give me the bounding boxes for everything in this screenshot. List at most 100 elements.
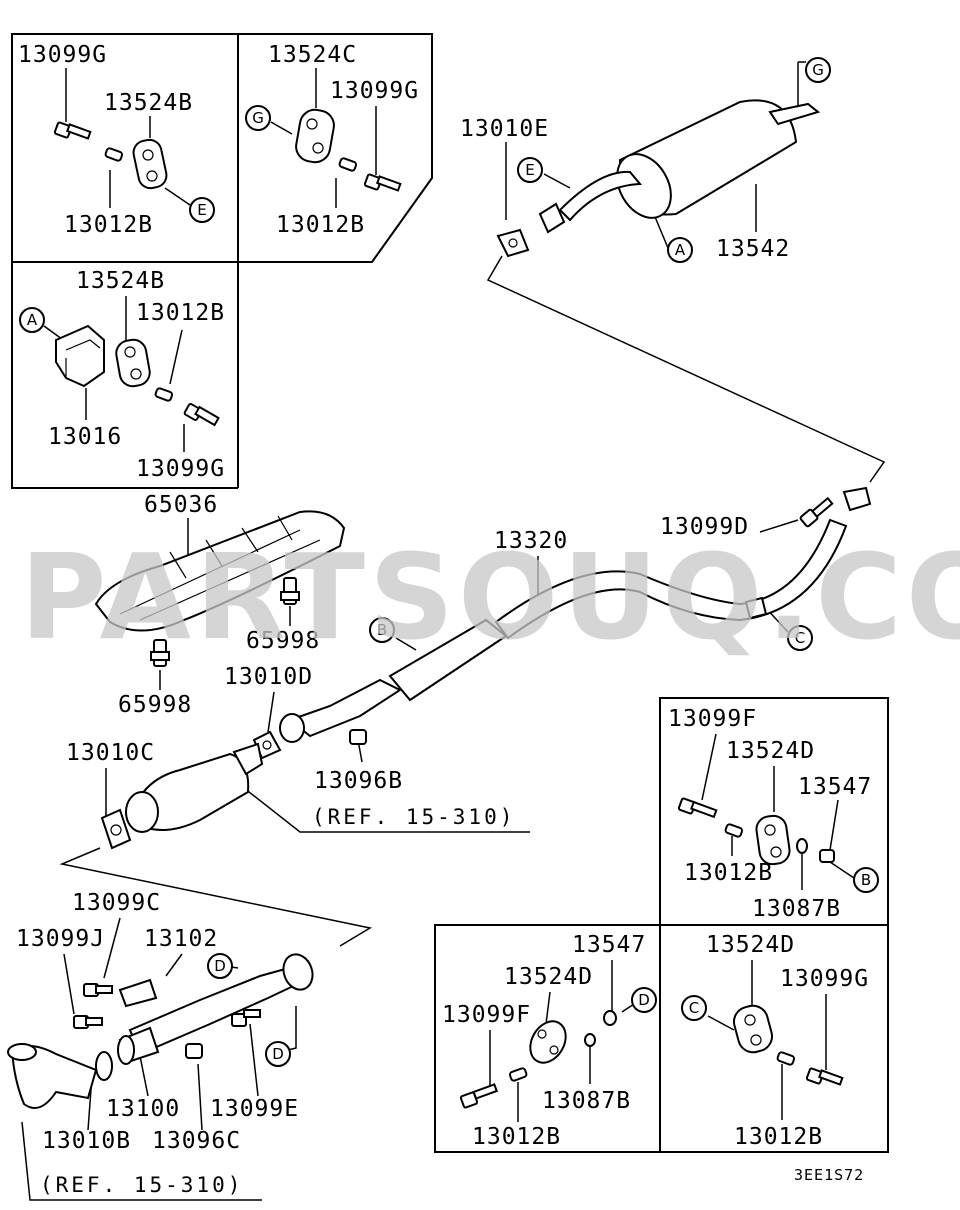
- part-label: 13524B: [104, 90, 193, 116]
- part-label: 13100: [106, 1096, 180, 1122]
- center-pipe-icon: [279, 486, 872, 743]
- bolt-icon: [805, 1067, 844, 1086]
- part-label: 13012B: [136, 300, 225, 326]
- inset-top-middle: 13524C 13099G 13012B G: [245, 42, 419, 238]
- nut-icon: [185, 1043, 203, 1059]
- washer-icon: [584, 1033, 596, 1047]
- rubber-hanger-icon: [115, 338, 151, 388]
- part-label: 65998: [246, 628, 320, 654]
- bolt-icon: [73, 1015, 103, 1029]
- nut-icon: [819, 849, 835, 863]
- rubber-hanger-icon: [132, 138, 168, 190]
- callout-b: [369, 617, 395, 643]
- part-label: 13547: [572, 932, 646, 958]
- callout-a: [19, 307, 45, 333]
- inset-frames: [11, 33, 889, 1153]
- part-label: 13099G: [136, 456, 225, 482]
- front-pipe-icon: [7, 953, 314, 1109]
- part-label: 13096C: [152, 1128, 241, 1154]
- heat-protector-icon: [94, 510, 346, 632]
- callout-label: D: [214, 957, 226, 975]
- callout-label: A: [27, 311, 38, 329]
- inset-top-frame: [11, 33, 433, 263]
- part-label: 13099F: [668, 706, 757, 732]
- bolt-icon: [799, 496, 834, 528]
- part-label: 13524D: [504, 964, 593, 990]
- callout-label: G: [812, 61, 824, 79]
- reference-label: (REF. 15-310): [312, 805, 515, 829]
- part-label: 13099G: [780, 966, 869, 992]
- callout-g: [245, 105, 271, 131]
- part-label: 13010D: [224, 664, 313, 690]
- collar-icon: [104, 147, 124, 162]
- callout-label: D: [272, 1045, 284, 1063]
- part-label: 13099E: [210, 1096, 299, 1122]
- part-label: 13547: [798, 774, 872, 800]
- callout-d: [207, 953, 233, 979]
- rubber-hanger-icon: [732, 1004, 774, 1054]
- part-label: 13099F: [442, 1002, 531, 1028]
- bolt-icon: [459, 1083, 498, 1109]
- part-label: 65998: [118, 692, 192, 718]
- bracket-icon: [55, 324, 105, 388]
- callout-d: [265, 1041, 291, 1067]
- watermark: PARTSOUQ.COM: [20, 528, 960, 666]
- center-pipe-assembly: 13099D 13320 B C: [279, 486, 872, 743]
- part-label: 65036: [144, 492, 218, 518]
- part-label: 13087B: [542, 1088, 631, 1114]
- gasket-icon: [100, 808, 132, 850]
- part-label: 13099C: [72, 890, 161, 916]
- rubber-hanger-icon: [295, 108, 335, 164]
- part-label: 13012B: [734, 1124, 823, 1150]
- heat-protector-assembly: 65036 65998 65998: [94, 492, 346, 718]
- callout-d: [631, 987, 657, 1013]
- callout-label: B: [861, 871, 871, 889]
- callout-c: [681, 995, 707, 1021]
- part-label: 13096B: [314, 768, 403, 794]
- callout-label: B: [377, 621, 387, 639]
- inset-top-left: 13099G 13524B 13012B E: [18, 42, 215, 238]
- catalyst-assembly: 13010D 13096B 13010C (REF. 15-310): [66, 664, 530, 850]
- front-pipe-assembly: 13099C 13099J 13102 13100 13099E 13010B …: [7, 890, 314, 1201]
- bolt-icon: [677, 797, 718, 819]
- part-label: 13010B: [42, 1128, 131, 1154]
- rubber-hanger-icon: [755, 814, 791, 866]
- part-label: 13102: [144, 926, 218, 952]
- part-label: 13524C: [268, 42, 357, 68]
- bolt-icon: [53, 121, 92, 140]
- part-label: 13016: [48, 424, 122, 450]
- washer-icon: [603, 1010, 617, 1026]
- part-label: 13524D: [726, 738, 815, 764]
- bolt-icon: [183, 403, 220, 427]
- part-label: 13087B: [752, 896, 841, 922]
- callout-label: D: [638, 991, 650, 1009]
- catalytic-converter-icon: [125, 742, 264, 833]
- part-label: 13012B: [684, 860, 773, 886]
- washer-icon: [796, 838, 808, 854]
- muffler-assembly: 13010E 13542 E G A: [460, 57, 831, 263]
- inset-left-frame: [11, 262, 238, 489]
- inset-bottom-right: 13524D 13099G 13012B C: [681, 932, 869, 1150]
- part-label: 13099J: [16, 926, 105, 952]
- collar-icon: [724, 823, 744, 838]
- part-label: 13524B: [76, 268, 165, 294]
- part-label: 13012B: [276, 212, 365, 238]
- bolt-icon: [231, 1009, 261, 1027]
- bracket-icon: [118, 978, 158, 1008]
- part-label: 13099G: [330, 78, 419, 104]
- part-label: 13010E: [460, 116, 549, 142]
- callout-a: [667, 237, 693, 263]
- bolt-icon: [150, 639, 170, 667]
- part-label: 13524D: [706, 932, 795, 958]
- nut-icon: [349, 729, 367, 745]
- callout-b: [853, 867, 879, 893]
- bolt-icon: [83, 983, 113, 997]
- muffler-icon: [538, 99, 821, 234]
- callout-e: [189, 197, 215, 223]
- collar-icon: [154, 387, 174, 402]
- bolt-icon: [363, 173, 402, 192]
- callout-label: G: [252, 109, 264, 127]
- inset-bottom-middle: 13547 13524D 13099F 13087B 13012B D: [442, 932, 657, 1150]
- callout-label: E: [525, 161, 534, 179]
